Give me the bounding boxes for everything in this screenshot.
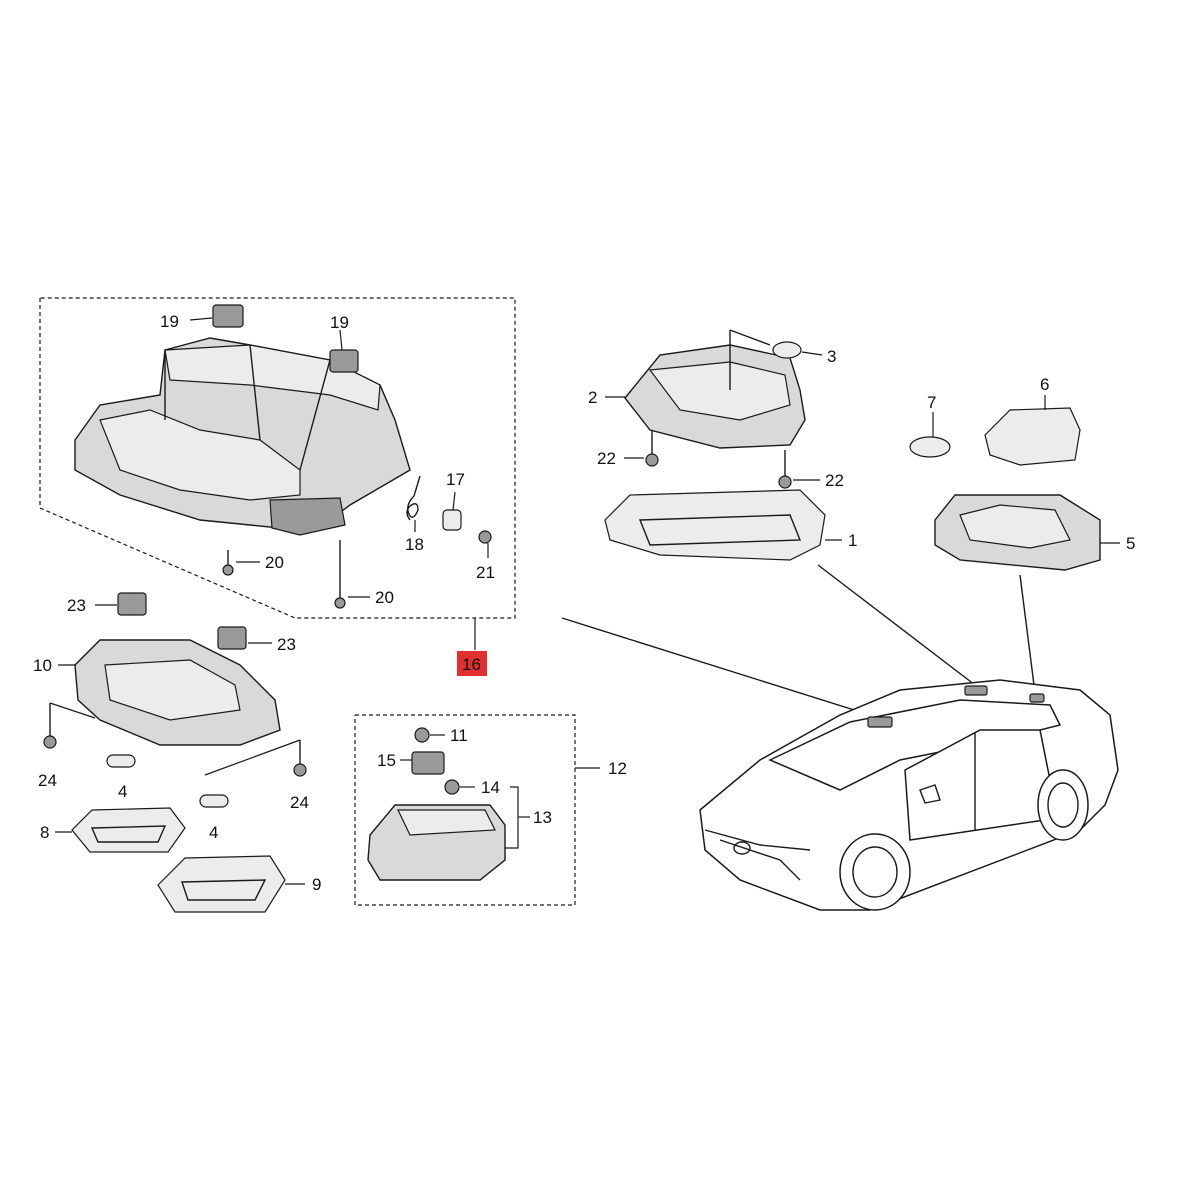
console-housing [74, 337, 411, 536]
label-10: 10 [33, 656, 52, 675]
label-23: 23 [277, 635, 296, 654]
label-4: 4 [118, 782, 127, 801]
lens-9: 9 [157, 855, 321, 913]
part-17-grommet: 17 [442, 470, 465, 531]
bulb-4-lower: 4 [199, 794, 229, 842]
label-15: 15 [377, 751, 396, 770]
housing-10: 10 [33, 639, 281, 746]
screw-22-right: 22 [778, 450, 844, 490]
label-24: 24 [38, 771, 57, 790]
label-11: 11 [450, 726, 468, 745]
part-18-spring: 18 [405, 475, 424, 554]
label-2: 2 [588, 388, 597, 407]
clip-23-right: 23 [217, 626, 296, 654]
assembly-12-group: 12 [354, 714, 627, 906]
label-22: 22 [597, 449, 616, 468]
bulb-7: 7 [909, 393, 951, 458]
label-16-badge: 16 [457, 651, 487, 676]
car-illustration [699, 679, 1119, 911]
cover-6: 6 [984, 375, 1081, 466]
label-3: 3 [827, 347, 836, 366]
clip-19-right: 19 [329, 313, 359, 373]
screw-11: 11 [414, 726, 468, 745]
label-6: 6 [1040, 375, 1049, 394]
label-7: 7 [927, 393, 936, 412]
label-19: 19 [160, 312, 179, 331]
label-5: 5 [1126, 534, 1135, 553]
label-18: 18 [405, 535, 424, 554]
label-19: 19 [330, 313, 349, 332]
screw-20-right: 20 [334, 540, 394, 609]
switch-body-13 [367, 804, 506, 881]
clip-23-left: 23 [67, 592, 147, 616]
housing-5: 5 [934, 494, 1135, 571]
screw-20-left: 20 [222, 550, 284, 576]
lens-1: 1 [604, 489, 857, 561]
label-20: 20 [375, 588, 394, 607]
label-4: 4 [209, 823, 218, 842]
label-1: 1 [848, 531, 857, 550]
clip-19-left: 19 [160, 304, 244, 331]
label-17: 17 [446, 470, 465, 489]
screw-24-left: 24 [38, 702, 96, 790]
label-21: 21 [476, 563, 495, 582]
assembly-16-group [39, 297, 516, 650]
label-8: 8 [40, 823, 49, 842]
label-24: 24 [290, 793, 309, 812]
bulb-3: 3 [729, 329, 836, 390]
screw-22-left: 22 [597, 430, 659, 468]
label-20: 20 [265, 553, 284, 572]
lens-8: 8 [40, 807, 186, 853]
label-14: 14 [481, 778, 500, 797]
label-12: 12 [608, 759, 627, 778]
location-leaders [561, 564, 1036, 716]
label-16: 16 [462, 655, 481, 674]
label-22: 22 [825, 471, 844, 490]
switch-15: 15 [377, 751, 445, 775]
bulb-4-upper: 4 [106, 754, 136, 801]
part-21-screw: 21 [476, 530, 495, 582]
clip-14: 14 13 [444, 778, 552, 849]
label-13: 13 [533, 808, 552, 827]
label-23: 23 [67, 596, 86, 615]
label-9: 9 [312, 875, 321, 894]
screw-24-right: 24 [204, 739, 309, 812]
map-light-base-2: 2 [588, 344, 806, 449]
